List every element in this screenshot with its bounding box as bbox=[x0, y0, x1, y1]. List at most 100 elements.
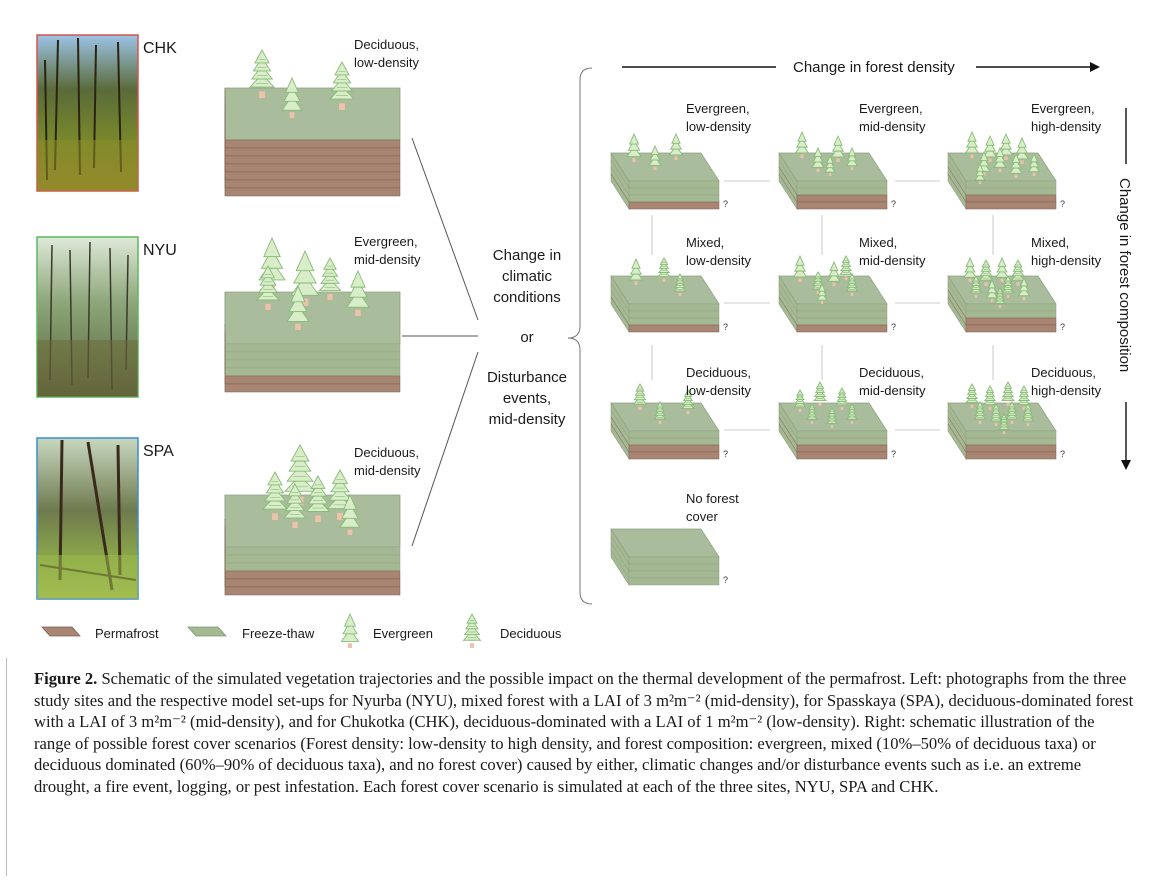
figure-schematic: CHK NYU SPA Deciduous, low-density Everg… bbox=[36, 34, 1133, 648]
tree-trunk bbox=[970, 404, 974, 408]
tree-trunk bbox=[1022, 406, 1026, 410]
tree-crown-tier bbox=[283, 86, 301, 102]
tree-crown-tier bbox=[1027, 163, 1041, 173]
deciduous-tree-icon bbox=[964, 383, 980, 408]
scenario-5-block-layer bbox=[796, 303, 888, 312]
tree-trunk bbox=[1006, 294, 1010, 298]
legend-permafrost-swatch bbox=[41, 626, 81, 637]
scenario-9-block-layer bbox=[965, 451, 1057, 460]
tree-crown-tier bbox=[981, 259, 991, 268]
grid-connectors bbox=[651, 180, 994, 431]
block-chk-layer bbox=[224, 147, 401, 157]
evergreen-tree-icon bbox=[340, 612, 360, 648]
block-nyu-layer bbox=[224, 367, 401, 377]
scenario-8-block-question-mark: ? bbox=[891, 449, 896, 459]
tree-trunk bbox=[265, 303, 271, 310]
tree-trunk bbox=[798, 408, 802, 412]
scenario-6-block-layer bbox=[965, 303, 1057, 312]
composition-axis-label: Change in forest composition bbox=[1116, 178, 1133, 372]
tree-crown-tier bbox=[816, 292, 828, 301]
scenario-2-block-question-mark: ? bbox=[891, 199, 896, 209]
tree-crown-tier bbox=[967, 383, 977, 391]
tree-crown-tier bbox=[965, 136, 979, 148]
scenario-4-block-layer bbox=[628, 317, 720, 326]
scenario-8-line1: Deciduous, bbox=[859, 365, 924, 380]
scenario-3-block-side-line bbox=[947, 152, 967, 182]
no-forest-block-top bbox=[610, 528, 720, 558]
evergreen-tree-icon bbox=[824, 154, 836, 176]
scenario-7-block-layer bbox=[628, 437, 720, 446]
scenario-3-block-side-line bbox=[947, 166, 967, 196]
tree-crown-tier bbox=[628, 269, 644, 281]
tree-trunk bbox=[998, 168, 1002, 172]
deciduous-tree-icon bbox=[462, 613, 482, 648]
site-label-chk: CHK bbox=[143, 40, 177, 57]
no-forest-line1: No forest bbox=[686, 491, 739, 506]
scenario-6-block-question-mark: ? bbox=[1060, 322, 1065, 332]
tree-trunk bbox=[315, 515, 321, 522]
evergreen-tree-icon bbox=[281, 76, 303, 118]
scenario-2-line1: Evergreen, bbox=[859, 101, 923, 116]
evergreen-tree-icon bbox=[339, 493, 361, 535]
block-nyu-layer bbox=[224, 351, 401, 361]
tree-crown-tier bbox=[466, 613, 478, 624]
site-label-nyu: NYU bbox=[143, 242, 177, 259]
tree-trunk bbox=[327, 294, 333, 300]
scenario-4-block-layer bbox=[628, 324, 720, 333]
deciduous-tree-icon bbox=[973, 401, 987, 424]
photo-nyu bbox=[36, 236, 139, 398]
tree-trunk bbox=[816, 290, 820, 294]
scenario-9-block: ? bbox=[947, 401, 1065, 461]
block-chk-layer bbox=[224, 171, 401, 181]
scenario-8-block-layer bbox=[796, 451, 888, 460]
deciduous-tree-icon bbox=[835, 387, 849, 410]
tree-trunk bbox=[998, 305, 1002, 308]
tree-trunk bbox=[850, 292, 854, 296]
no-forest-block-side-line bbox=[610, 542, 630, 572]
scenario-1-block: ? bbox=[610, 151, 728, 211]
scenario-1-block-side-line bbox=[610, 152, 630, 182]
tree-crown-tier bbox=[999, 138, 1013, 150]
deciduous-tree-icon bbox=[261, 471, 289, 520]
tree-trunk bbox=[798, 278, 802, 282]
tree-crown-tier bbox=[815, 381, 825, 389]
tree-crown-tier bbox=[1001, 132, 1011, 144]
tree-trunk bbox=[984, 282, 988, 286]
tree-trunk bbox=[990, 298, 994, 302]
caption-label: Figure 2. bbox=[34, 669, 98, 688]
tree-trunk bbox=[850, 421, 854, 424]
scenario-3-block-layer bbox=[965, 201, 1057, 210]
tree-crown-tier bbox=[252, 57, 272, 72]
evergreen-tree-icon bbox=[845, 146, 859, 170]
tree-crown-tier bbox=[340, 628, 360, 642]
evergreen-tree-icon bbox=[830, 134, 846, 162]
evergreen-tree-icon bbox=[1009, 152, 1023, 178]
tree-crown-tier bbox=[345, 290, 371, 308]
scenario-8-block-side-line bbox=[778, 423, 798, 453]
tree-crown-tier bbox=[817, 287, 827, 297]
middle-line4: Disturbance bbox=[487, 369, 567, 386]
tree-crown-tier bbox=[985, 134, 995, 146]
tree-crown-tier bbox=[288, 454, 312, 472]
scenario-7-line1: Deciduous, bbox=[686, 365, 751, 380]
tree-crown-tier bbox=[626, 145, 642, 158]
scenario-7-block-layer bbox=[628, 451, 720, 460]
tree-crown-tier bbox=[1019, 276, 1029, 287]
tree-crown-tier bbox=[830, 146, 846, 158]
tree-trunk bbox=[289, 112, 295, 118]
scenario-6-line1: Mixed, bbox=[1031, 235, 1069, 250]
tree-crown-tier bbox=[307, 490, 329, 505]
deciduous-tree-icon bbox=[978, 259, 994, 286]
middle-text: Change in climatic conditions or Disturb… bbox=[487, 247, 567, 428]
deciduous-tree-icon bbox=[255, 265, 281, 310]
scenario-5-line2: mid-density bbox=[859, 253, 926, 268]
tree-crown-tier bbox=[287, 483, 303, 497]
tree-crown-tier bbox=[963, 267, 977, 278]
tree-crown-tier bbox=[323, 257, 337, 270]
deciduous-tree-icon bbox=[328, 61, 356, 110]
tree-crown-tier bbox=[825, 159, 835, 169]
tree-crown-tier bbox=[794, 142, 810, 154]
tree-crown-tier bbox=[259, 272, 277, 286]
tree-crown-tier bbox=[1018, 282, 1030, 292]
deciduous-tree-icon bbox=[845, 403, 859, 424]
